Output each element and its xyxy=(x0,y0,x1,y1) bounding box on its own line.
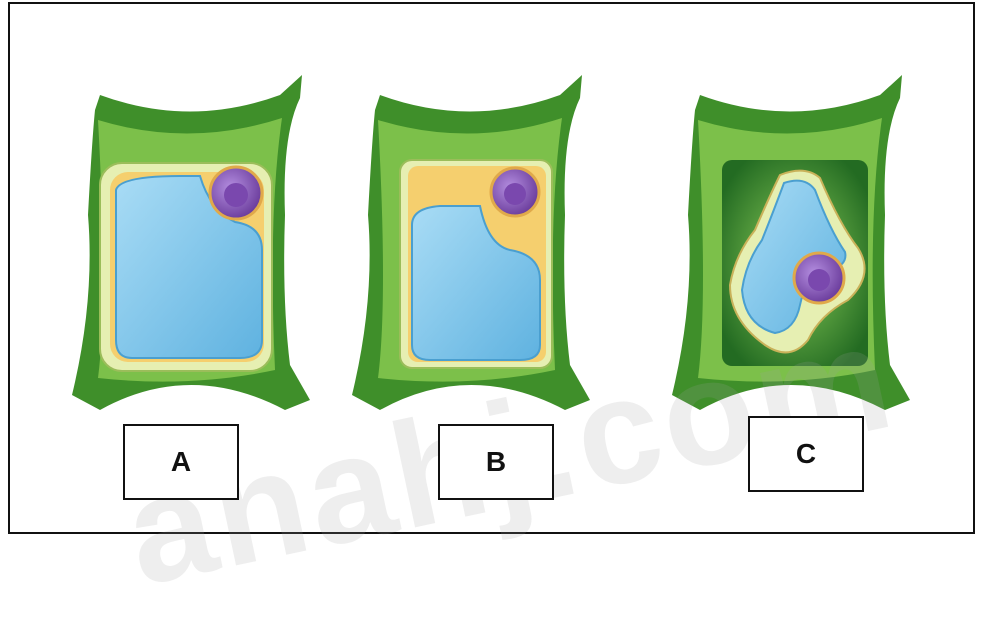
cell-c xyxy=(672,75,910,410)
cell-a xyxy=(72,75,310,410)
cell-b xyxy=(352,75,590,410)
label-b: B xyxy=(486,446,506,478)
label-a: A xyxy=(171,446,191,478)
label-box-a: A xyxy=(123,424,239,500)
label-c: C xyxy=(796,438,816,470)
label-box-c: C xyxy=(748,416,864,492)
label-box-b: B xyxy=(438,424,554,500)
